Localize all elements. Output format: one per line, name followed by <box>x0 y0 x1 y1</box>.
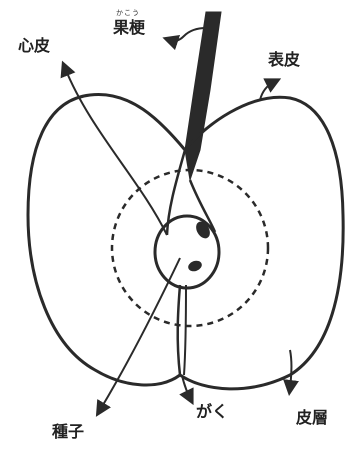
label-seed: 種子 <box>52 424 84 440</box>
core-line-bottom <box>178 285 180 375</box>
label-core: 心皮 <box>18 38 50 54</box>
label-stem: 果梗 <box>113 20 145 36</box>
core-line-bottom-2 <box>184 285 186 375</box>
stem-reading: かこう <box>116 8 140 18</box>
stem-pointer <box>170 28 206 41</box>
stem-shape <box>185 12 221 180</box>
seed-pointer <box>100 258 180 410</box>
core-pointer <box>65 68 167 235</box>
label-calyx: がく <box>196 404 228 420</box>
seed-shape <box>187 259 204 273</box>
core-circle <box>155 216 219 288</box>
vascular-bundle-ring <box>112 170 268 326</box>
label-skin: 表皮 <box>268 52 300 68</box>
cortex-pointer <box>290 350 292 388</box>
label-cortex: 皮層 <box>296 410 328 426</box>
